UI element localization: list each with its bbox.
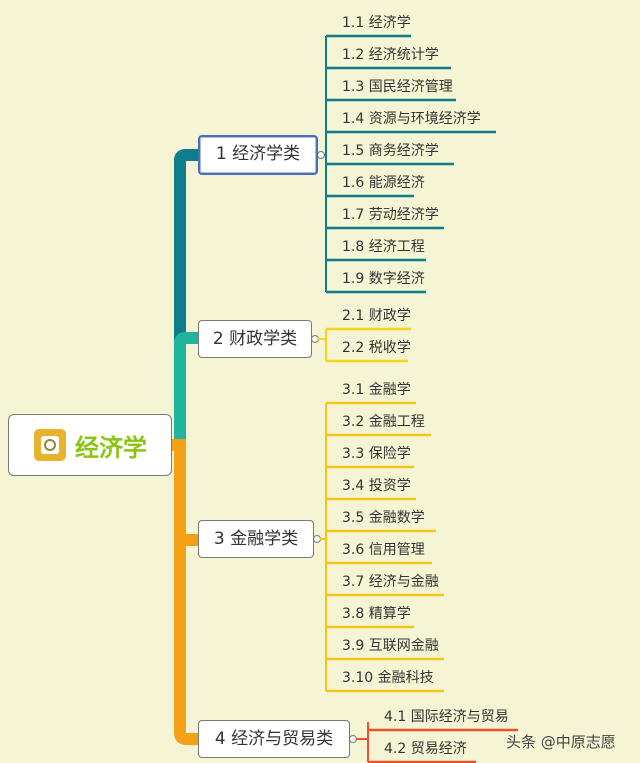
trunk-branch-2	[166, 332, 205, 451]
watermark: 头条 @中原志愿	[506, 733, 616, 751]
trunk-branch-4	[174, 534, 205, 745]
leaf-node[interactable]: 1.8 经济工程	[342, 239, 425, 255]
leaf-node[interactable]: 1.4 资源与环境经济学	[342, 111, 481, 127]
leaf-node[interactable]: 2.1 财政学	[342, 308, 411, 324]
leaf-node[interactable]: 4.1 国际经济与贸易	[384, 709, 509, 725]
category-node-3[interactable]: 3 金融学类	[198, 520, 314, 558]
collapse-toggle-3	[312, 534, 322, 544]
leaf-node[interactable]: 3.2 金融工程	[342, 414, 425, 430]
leaf-node[interactable]: 2.2 税收学	[342, 340, 411, 356]
root-node[interactable]: 经济学	[8, 414, 172, 476]
category-node-2[interactable]: 2 财政学类	[198, 320, 312, 358]
leaf-node[interactable]: 3.4 投资学	[342, 478, 411, 494]
leaf-node[interactable]: 1.6 能源经济	[342, 175, 425, 191]
leaf-node[interactable]: 3.1 金融学	[342, 382, 411, 398]
leaf-node[interactable]: 1.3 国民经济管理	[342, 79, 453, 95]
leaf-node[interactable]: 3.8 精算学	[342, 606, 411, 622]
category-node-4[interactable]: 4 经济与贸易类	[198, 720, 350, 758]
leaf-node[interactable]: 1.9 数字经济	[342, 271, 425, 287]
leaf-node[interactable]: 4.2 贸易经济	[384, 741, 467, 757]
leaf-node[interactable]: 3.7 经济与金融	[342, 574, 439, 590]
checklist-icon	[34, 429, 66, 461]
trunk-branch-1	[166, 149, 205, 451]
category-node-1[interactable]: 1 经济学类	[198, 135, 318, 175]
leaf-node[interactable]: 3.3 保险学	[342, 446, 411, 462]
leaf-node[interactable]: 3.9 互联网金融	[342, 638, 439, 654]
collapse-toggle-1	[316, 150, 326, 160]
leaf-node[interactable]: 3.10 金融科技	[342, 670, 434, 686]
trunk-branch-3	[166, 439, 205, 546]
leaf-node[interactable]: 1.5 商务经济学	[342, 143, 439, 159]
collapse-toggle-2	[310, 334, 320, 344]
collapse-toggle-4	[348, 734, 358, 744]
leaf-node[interactable]: 1.2 经济统计学	[342, 47, 439, 63]
leaf-node[interactable]: 1.1 经济学	[342, 15, 411, 31]
root-label: 经济学	[75, 434, 147, 462]
leaf-node[interactable]: 1.7 劳动经济学	[342, 207, 439, 223]
leaf-node[interactable]: 3.6 信用管理	[342, 542, 425, 558]
leaf-node[interactable]: 3.5 金融数学	[342, 510, 425, 526]
